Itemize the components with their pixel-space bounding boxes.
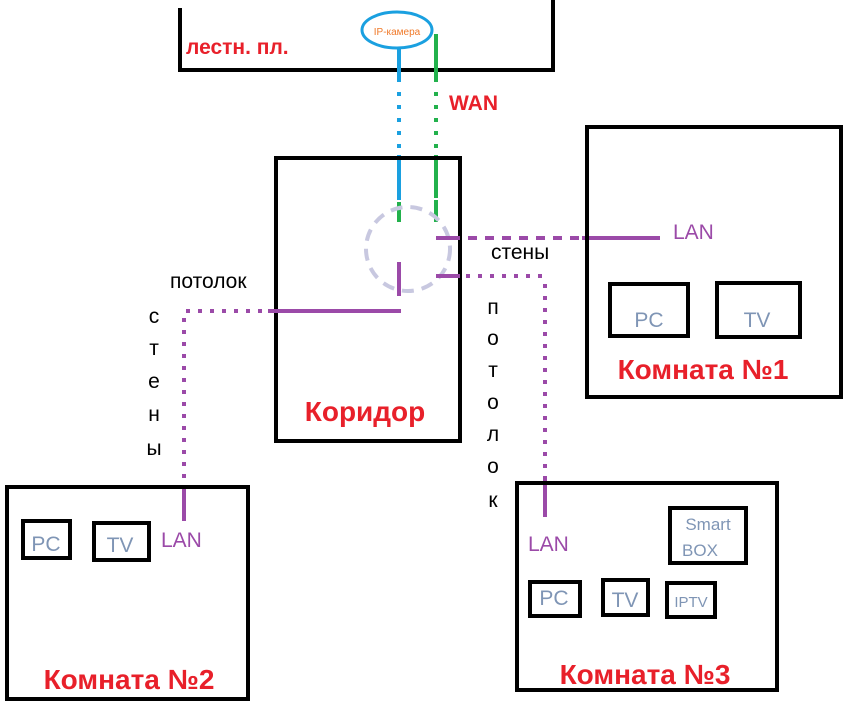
stairwell-label: лестн. пл. [186, 36, 289, 59]
walls-label-horizontal: стены [491, 241, 549, 264]
wan-label: WAN [449, 92, 498, 115]
room2-tv-box [92, 521, 151, 562]
corridor-title: Коридор [305, 396, 426, 427]
walls-letter: с [149, 305, 160, 328]
ceiling-letter: о [487, 327, 499, 350]
corridor: Коридор [274, 156, 462, 443]
room1-title: Комната №1 [618, 354, 789, 385]
ceiling-label-vertical: п о т о л о к [487, 296, 499, 512]
room3-tv-box [601, 578, 650, 617]
room3-pc-label: PC [539, 587, 568, 610]
ceiling-letter: л [487, 423, 499, 446]
walls-letter: е [148, 370, 160, 393]
room3-lan-label: LAN [528, 533, 569, 556]
junction-circle [364, 205, 452, 293]
lan-cable-room2 [182, 262, 401, 521]
stairwell: лестн. пл. [178, 0, 555, 72]
wan-cable-junction-stubs [397, 200, 438, 222]
walls-letter: н [148, 403, 160, 426]
ceiling-letter: п [487, 296, 498, 319]
room3-tv-label: TV [612, 589, 639, 612]
room2-title: Комната №2 [44, 664, 215, 695]
walls-label-vertical: с т е н ы [146, 305, 161, 460]
room2-tv-label: TV [107, 534, 134, 557]
ceiling-label-horizontal: потолок [170, 270, 247, 293]
ceiling-letter: о [487, 391, 499, 414]
room2-pc-box [21, 519, 72, 560]
room3-iptv-label: IPTV [674, 594, 707, 611]
ceiling-letter: о [487, 455, 499, 478]
room2-lan-label: LAN [161, 529, 202, 552]
room1-pc-label: PC [634, 309, 663, 332]
room-3: LAN Smart BOX PC TV IPTV Комната №3 [515, 481, 779, 692]
room2-pc-label: PC [31, 533, 60, 556]
room3-title: Комната №3 [560, 659, 731, 690]
room1-tv-box [715, 281, 802, 339]
walls-letter: ы [146, 437, 161, 460]
room3-smartbox-box [668, 506, 748, 565]
walls-letter: т [149, 337, 159, 360]
room1-tv-label: TV [744, 309, 771, 332]
room3-smartbox-line2: BOX [682, 541, 718, 560]
ip-camera-label: IP-камера [374, 27, 421, 38]
ceiling-letter: к [488, 489, 498, 512]
ceiling-letter: т [488, 359, 498, 382]
room1-lan-label: LAN [673, 221, 714, 244]
room3-smartbox-line1: Smart [685, 515, 731, 534]
ip-camera: IP-камера [360, 10, 434, 50]
room3-pc-box [528, 580, 582, 618]
room-1: LAN PC TV Комната №1 [585, 125, 843, 399]
room-2: PC TV LAN Комната №2 [5, 485, 250, 701]
room1-pc-box [608, 282, 690, 338]
room3-iptv-box [665, 581, 717, 619]
